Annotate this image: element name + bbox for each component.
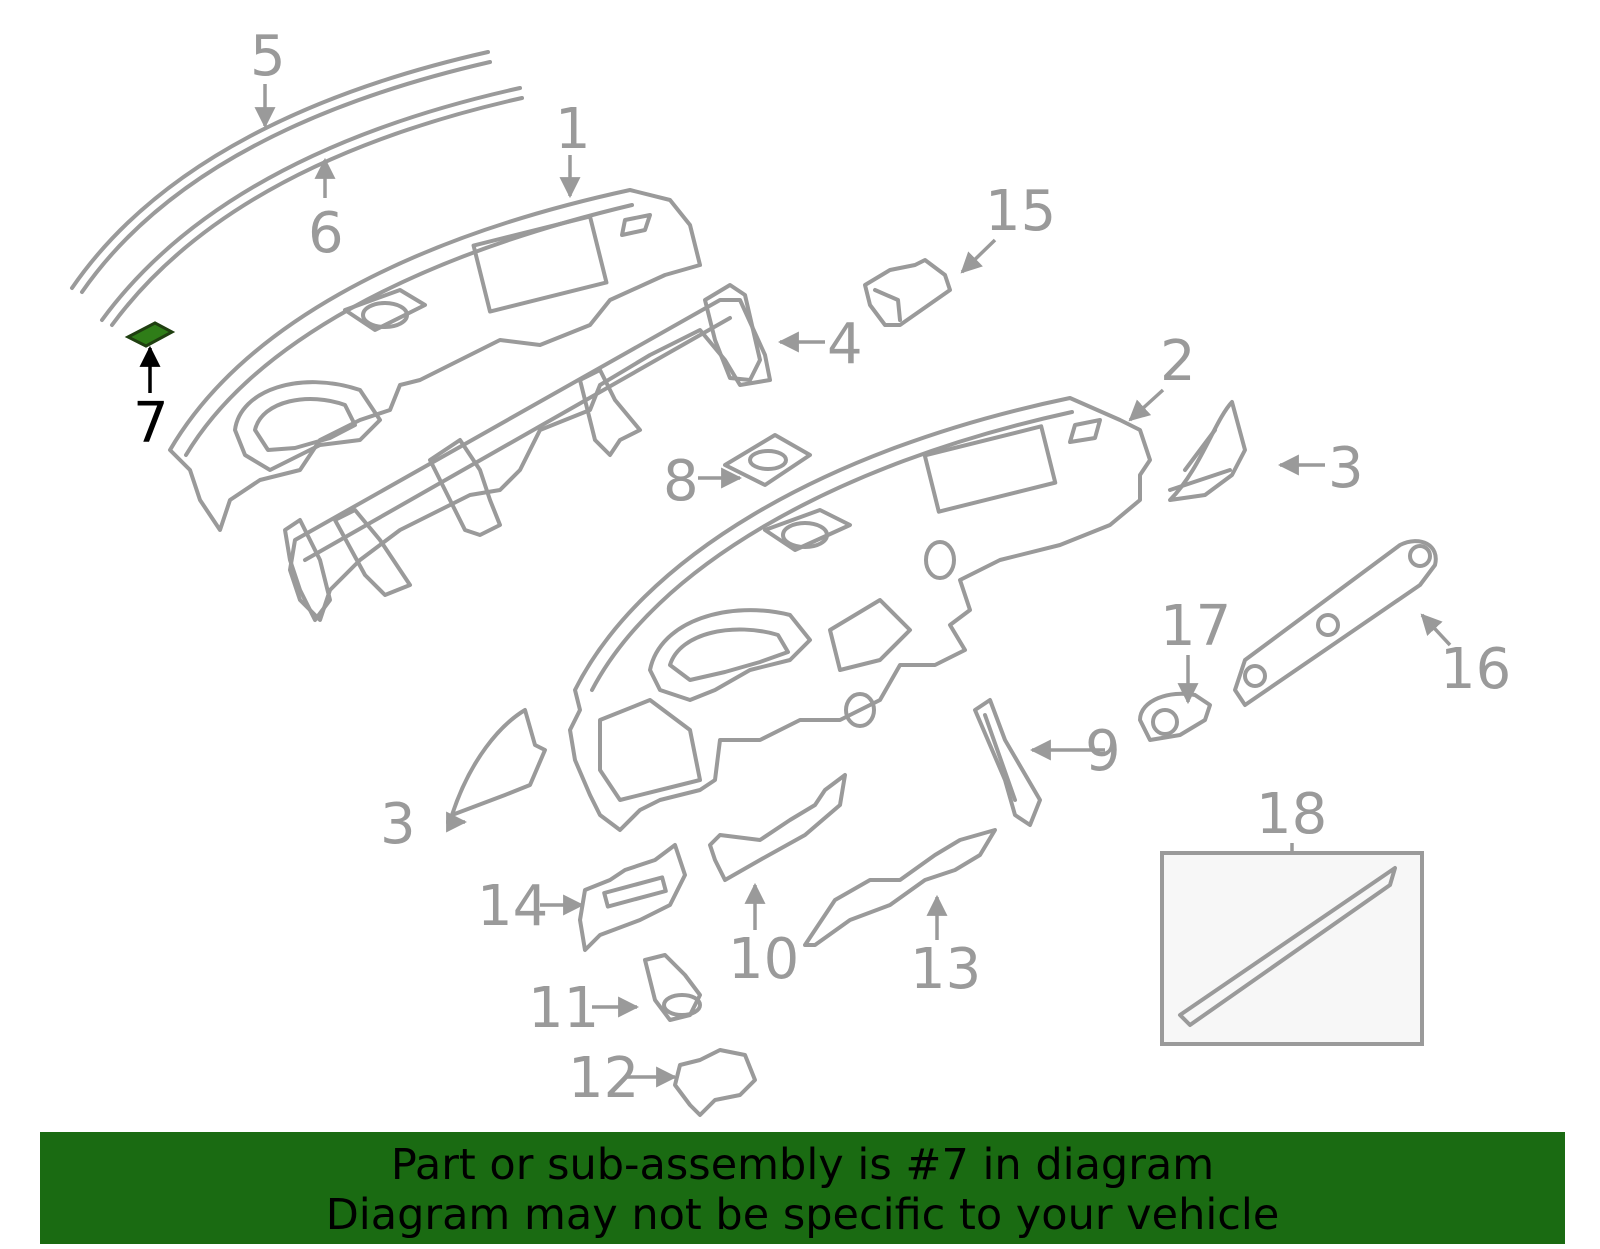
callout-11: 11 <box>528 976 599 1041</box>
part-4-cross-beam <box>283 283 772 622</box>
callout-14: 14 <box>477 874 548 939</box>
callout-13: 13 <box>910 937 981 1002</box>
leader-lines <box>139 84 1452 1088</box>
part-17-bezel <box>1138 691 1212 742</box>
part-14-switch-panel <box>578 843 687 952</box>
part-1-instrument-panel <box>168 188 702 532</box>
callout-labels: 5 6 1 7 15 4 2 3 8 17 16 9 3 18 14 10 13… <box>133 24 1511 1111</box>
part-13-glove-trim <box>803 828 997 947</box>
callout-1: 1 <box>555 97 591 162</box>
callout-17: 17 <box>1160 594 1231 659</box>
callout-2: 2 <box>1160 329 1196 394</box>
callout-4: 4 <box>827 312 863 377</box>
part-3-end-cap-left <box>450 708 547 817</box>
part-8-grille <box>723 433 812 487</box>
part-16-trim-strip <box>1233 539 1438 707</box>
part-3-end-cap-right <box>1168 400 1247 502</box>
callout-3-left: 3 <box>380 792 416 857</box>
part-6-molding <box>100 86 524 327</box>
part-2-instrument-panel <box>568 396 1152 832</box>
callout-6: 6 <box>308 201 344 266</box>
callout-9: 9 <box>1085 719 1121 784</box>
part-7-highlighted <box>124 321 176 348</box>
part-10-lower-trim <box>708 773 847 882</box>
part-15-bracket <box>863 258 952 327</box>
callout-10: 10 <box>728 927 799 992</box>
part-5-molding <box>70 50 492 294</box>
part-9-vertical-trim <box>973 698 1042 827</box>
callout-8: 8 <box>663 449 699 514</box>
callout-5: 5 <box>250 24 286 89</box>
callout-15: 15 <box>985 179 1056 244</box>
part-18-box <box>1160 843 1424 1046</box>
banner-line-1: Part or sub-assembly is #7 in diagram <box>390 1140 1215 1190</box>
info-banner: Part or sub-assembly is #7 in diagram Di… <box>40 1132 1565 1244</box>
part-11-switch <box>643 953 702 1022</box>
callout-18: 18 <box>1256 782 1327 847</box>
callout-3-right: 3 <box>1328 436 1364 501</box>
part-12-connector <box>673 1048 757 1117</box>
callout-7: 7 <box>133 391 169 456</box>
banner-line-2: Diagram may not be specific to your vehi… <box>325 1190 1280 1240</box>
callout-16: 16 <box>1440 637 1511 702</box>
callout-12: 12 <box>568 1046 639 1111</box>
